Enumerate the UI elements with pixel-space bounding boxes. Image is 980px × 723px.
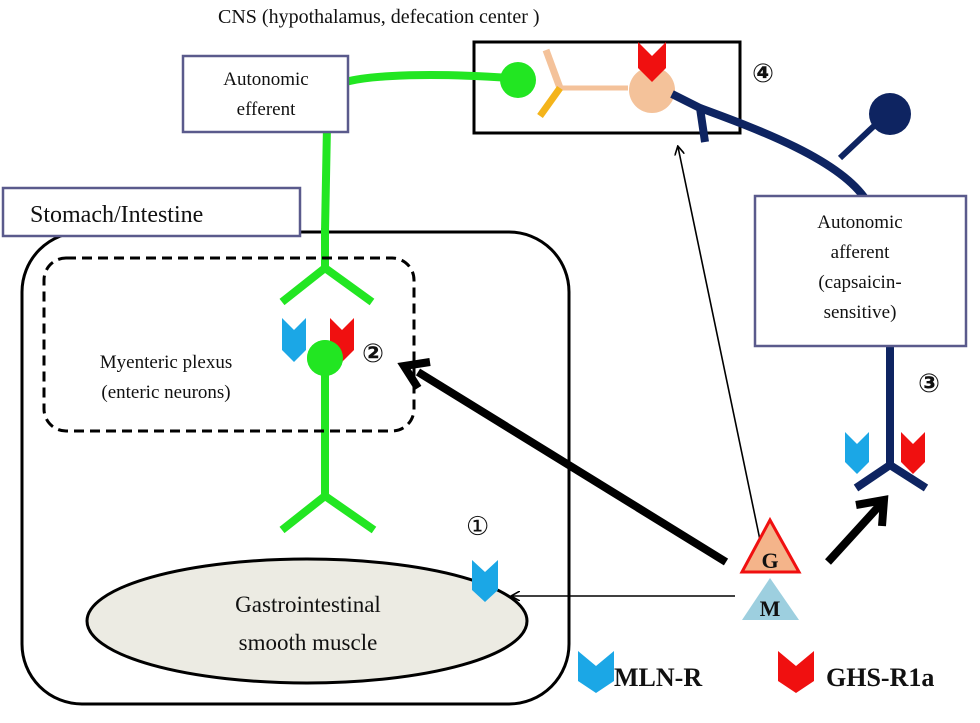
organ-label: Stomach/Intestine <box>30 202 203 228</box>
efferent-label-line1: Autonomic <box>223 69 309 90</box>
afferent-label-line4: sensitive) <box>824 302 897 323</box>
arrow-to-plexus-head <box>397 358 431 391</box>
mln-receptor-afferent-icon <box>845 432 869 474</box>
cns-box <box>472 40 742 135</box>
motilin-label: M <box>760 596 781 621</box>
afferent-label-line1: Autonomic <box>817 212 903 233</box>
efferent-label-line2: efferent <box>237 99 296 120</box>
cns-interneuron <box>537 42 675 119</box>
ghs-receptor-afferent-icon <box>901 432 925 474</box>
mln-receptor-plexus-icon <box>282 318 306 362</box>
legend-mln-label: MLN-R <box>614 663 702 692</box>
enteric-neuron-body <box>307 340 343 376</box>
afferent-label-line2: afferent <box>831 242 890 263</box>
muscle-label-line2: smooth muscle <box>239 630 378 655</box>
arrow-to-afferent <box>825 502 883 565</box>
ghrelin-label: G <box>761 548 778 573</box>
afferent-box <box>753 194 968 348</box>
ghrelin-triangle <box>739 516 802 574</box>
legend-ghs-icon <box>778 651 814 693</box>
legend-mln-icon <box>578 651 614 693</box>
ghs-receptor-cns-icon <box>638 42 666 82</box>
marker-1: ① <box>466 512 489 542</box>
marker-4: ④ <box>752 59 774 89</box>
afferent-label-line3: (capsaicin- <box>818 272 901 293</box>
marker-2: ② <box>362 339 384 369</box>
mln-receptor-muscle-icon <box>472 560 498 602</box>
plexus-box <box>42 256 416 433</box>
arrow-to-plexus <box>415 368 729 566</box>
muscle-label-line1: Gastrointestinal <box>235 592 381 617</box>
plexus-label-line1: Myenteric plexus <box>100 352 232 373</box>
legend-ghs-label: GHS-R1a <box>826 663 934 692</box>
organ-label-box <box>1 186 302 238</box>
arrows <box>397 147 889 596</box>
arrow-to-afferent-head <box>855 495 889 527</box>
cns-label: CNS (hypothalamus, defecation center ) <box>218 6 540 28</box>
plexus-label-line2: (enteric neurons) <box>101 382 230 403</box>
arrow-to-cns <box>678 147 761 541</box>
smooth-muscle <box>85 557 529 685</box>
marker-3: ③ <box>918 369 940 399</box>
efferent-box <box>181 54 350 134</box>
afferent-neuron <box>670 90 929 492</box>
legend: MLN-R GHS-R1a <box>578 651 934 693</box>
motilin-triangle <box>742 578 799 620</box>
